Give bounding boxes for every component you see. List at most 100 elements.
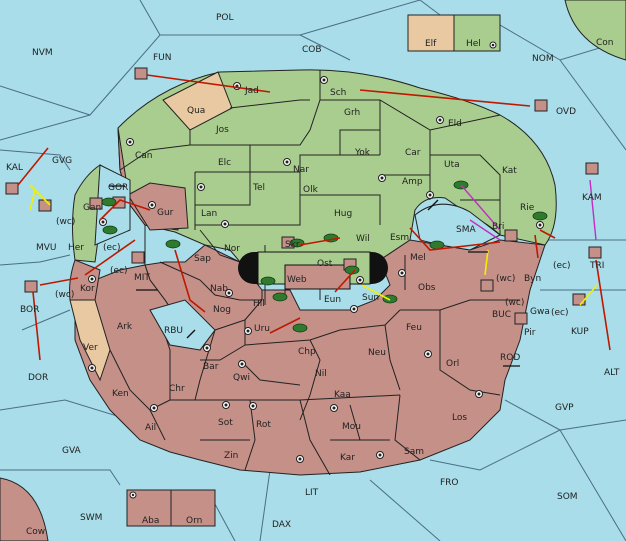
label-rie: Rie xyxy=(520,203,535,213)
label-sma: SMA xyxy=(456,225,476,235)
label-sam: Sam xyxy=(404,447,424,457)
army-chp xyxy=(292,323,308,333)
label-dax: DAX xyxy=(272,520,291,530)
label-ver: Ver xyxy=(83,343,98,353)
label-byn-ec: (ec) xyxy=(553,261,571,271)
label-dor: DOR xyxy=(28,373,48,383)
rbu-lake xyxy=(149,299,216,351)
label-rot: Rot xyxy=(256,420,271,430)
army-gur xyxy=(101,197,117,207)
label-mel: Mel xyxy=(410,253,426,263)
label-pir: Pir xyxy=(524,328,536,338)
fleet-fun xyxy=(134,67,148,80)
label-mit: MIT xyxy=(134,273,150,283)
label-yok: Yok xyxy=(354,148,371,158)
label-eun: Eun xyxy=(324,295,341,305)
label-can: Can xyxy=(135,151,153,161)
label-buc: BUC xyxy=(492,310,511,320)
label-qwi: Qwi xyxy=(233,373,250,383)
label-kal: KAL xyxy=(6,163,23,173)
label-tel: Tel xyxy=(252,183,265,193)
label-kat: Kat xyxy=(502,166,517,176)
label-sch: Sch xyxy=(330,88,346,98)
fleet-bor xyxy=(24,280,38,293)
label-chp: Chp xyxy=(298,347,316,357)
label-kup: KUP xyxy=(571,327,589,337)
label-neu: Neu xyxy=(368,348,386,358)
label-swm: SWM xyxy=(80,513,102,523)
label-hil: Hil xyxy=(253,299,265,309)
label-mou: Mou xyxy=(342,422,361,432)
label-wil: Wil xyxy=(356,234,370,244)
label-ail: Ail xyxy=(145,423,156,433)
label-alt: ALT xyxy=(604,368,620,378)
label-con: Con xyxy=(596,38,614,48)
fleet-buc xyxy=(480,279,494,292)
label-her: Her xyxy=(68,243,84,253)
label-obs: Obs xyxy=(418,283,436,293)
army-sap xyxy=(165,239,181,249)
label-nil: Nil xyxy=(315,369,327,379)
army-rie xyxy=(532,211,548,221)
label-elc: Elc xyxy=(218,158,231,168)
label-skr: Skr xyxy=(285,240,300,250)
label-nvm: NVM xyxy=(32,48,53,58)
label-orl: Orl xyxy=(446,359,459,369)
label-orn: Orn xyxy=(186,516,202,526)
label-car: Car xyxy=(405,148,421,158)
label-nab: Nab xyxy=(210,284,228,294)
fleet-kam xyxy=(585,162,599,175)
label-gva: GVA xyxy=(62,446,82,456)
label-bor: BOR xyxy=(20,305,39,315)
label-kor-ec: (ec) xyxy=(110,266,128,276)
orn-region xyxy=(170,489,216,527)
unit-pieces xyxy=(5,67,602,333)
label-cow: Cow xyxy=(26,527,45,537)
label-zin: Zin xyxy=(224,451,238,461)
label-ken: Ken xyxy=(112,389,129,399)
label-eld: Eld xyxy=(448,119,462,129)
label-gwa-wc: (wc) xyxy=(505,298,524,308)
label-byn-wc: (wc) xyxy=(496,274,515,284)
label-uru: Uru xyxy=(254,324,270,334)
label-mvu: MVU xyxy=(36,243,57,253)
orders xyxy=(17,74,611,361)
label-web: Web xyxy=(287,275,307,285)
label-bri: Bri xyxy=(492,222,504,232)
gur-region xyxy=(127,182,189,231)
fleet-gwa xyxy=(514,312,528,325)
label-nor: Nor xyxy=(224,244,240,254)
label-qua: Qua xyxy=(187,106,205,116)
label-gor: GOR xyxy=(108,183,128,193)
label-aba: Aba xyxy=(142,516,159,526)
label-jad: Jad xyxy=(244,86,259,96)
label-kar: Kar xyxy=(340,453,355,463)
army-sun xyxy=(382,294,398,304)
label-kaa: Kaa xyxy=(334,390,351,400)
label-rbu: RBU xyxy=(164,326,183,336)
fleet-kal xyxy=(5,182,19,195)
label-lit: LIT xyxy=(305,488,319,498)
label-sot: Sot xyxy=(218,418,233,428)
label-grh: Grh xyxy=(344,108,360,118)
label-gur-wc: (wc) xyxy=(56,217,75,227)
label-nom: NOM xyxy=(532,54,554,64)
label-byn: Byn xyxy=(524,274,541,284)
fleet-gan xyxy=(89,197,103,210)
coast-connectors xyxy=(109,185,520,367)
label-rod: ROD xyxy=(500,353,520,363)
label-lan: Lan xyxy=(201,209,217,219)
label-amp: Amp xyxy=(402,177,423,187)
label-ost: Ost xyxy=(317,259,333,269)
label-gvp: GVP xyxy=(555,403,574,413)
army-hil xyxy=(272,292,288,302)
label-gan: Gan xyxy=(83,203,101,213)
label-los: Los xyxy=(452,413,467,423)
army-web xyxy=(260,276,276,286)
label-ark: Ark xyxy=(117,322,133,332)
label-pol: POL xyxy=(216,13,234,23)
label-gan-ec: (ec) xyxy=(103,243,121,253)
fleet-bri xyxy=(504,229,518,242)
label-gvg: GVG xyxy=(52,156,72,166)
